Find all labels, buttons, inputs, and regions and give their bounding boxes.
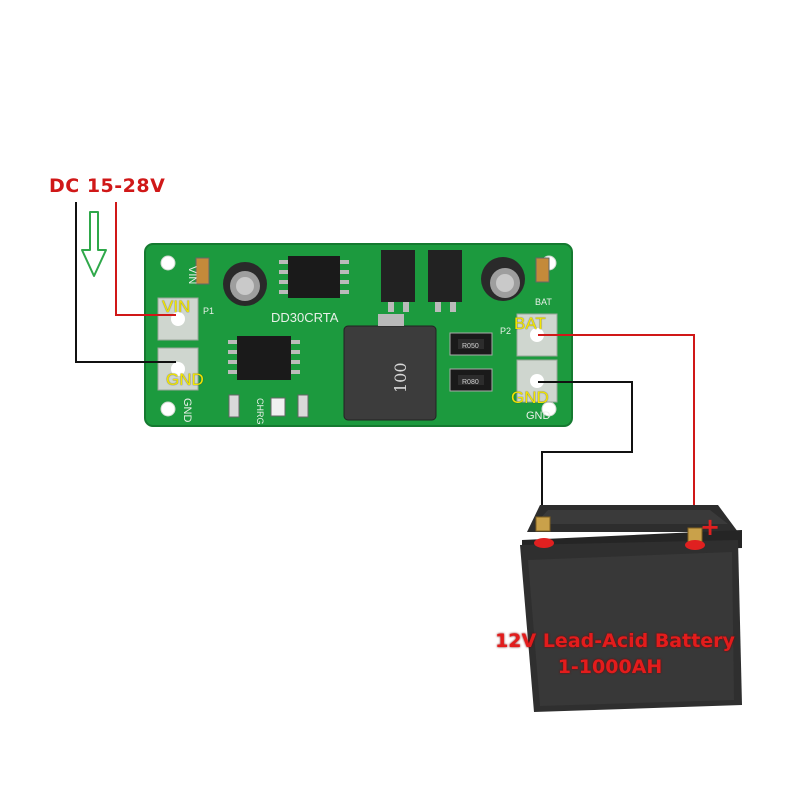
battery-positive-wire: [538, 334, 695, 540]
bat-label: BAT: [514, 314, 546, 333]
ic-bottom: [228, 336, 300, 380]
resistor-2: [449, 368, 493, 392]
inductor: [343, 314, 437, 421]
capacitor-right: [481, 257, 525, 301]
silk-vin: VIN: [186, 266, 198, 284]
silk-chrg: CHRG: [255, 398, 265, 425]
silk-gnd-left: GND: [181, 398, 193, 423]
resistor-1-marking: R050: [462, 343, 479, 350]
silk-gnd-right: GND: [526, 410, 551, 422]
gnd-in-label: GND: [166, 370, 204, 389]
battery-capacity-label: 1-1000AH: [557, 656, 663, 678]
vin-label: VIN: [162, 297, 191, 316]
silk-bat: BAT: [535, 297, 552, 307]
mosfet-1: [381, 250, 415, 312]
battery-type-label: 12V Lead-Acid Battery: [495, 630, 735, 652]
battery: [520, 505, 742, 712]
input-ground-wire: [75, 202, 176, 363]
pcb-board: DD30CRTA 100 VIN GND P1 P2 BAT GND CHRG …: [144, 243, 573, 427]
down-arrow-icon: [81, 211, 107, 277]
input-voltage-label: DC 15-28V: [49, 175, 166, 197]
gnd-out-label: GND: [511, 388, 549, 407]
mosfet-2: [428, 250, 462, 312]
battery-negative-wire: [538, 381, 633, 520]
pad-gnd-in: [157, 347, 199, 391]
inductor-value: 100: [391, 362, 410, 393]
ic-top: [279, 256, 349, 298]
resistor-2-marking: R080: [462, 379, 479, 386]
input-positive-wire: [115, 202, 176, 316]
silk-part-number: DD30CRTA: [271, 310, 339, 325]
capacitor-left: [223, 262, 267, 306]
resistor-1: [449, 332, 493, 356]
silk-p2: P2: [500, 326, 511, 336]
silk-p1: P1: [203, 306, 214, 316]
battery-plus-sign: +: [700, 513, 720, 541]
